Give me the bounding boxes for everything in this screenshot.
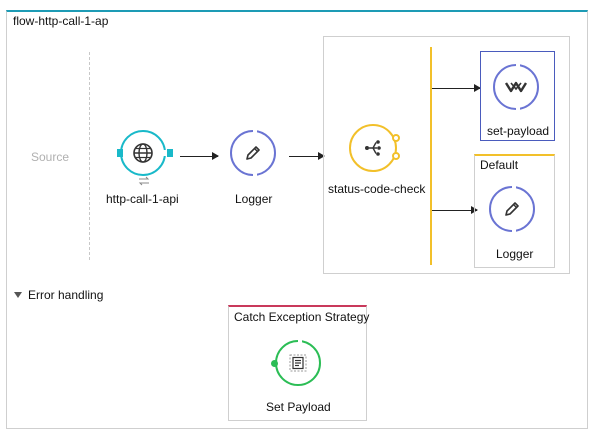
error-handling-toggle[interactable]: Error handling — [14, 288, 103, 302]
logger-node[interactable] — [230, 129, 276, 177]
set-payload-node-label[interactable]: set-payload — [487, 124, 550, 138]
set-payload-node[interactable] — [493, 63, 539, 111]
logger-node-circle[interactable] — [230, 129, 276, 177]
pencil-icon — [246, 146, 260, 160]
source-label[interactable]: Source — [31, 150, 70, 164]
http-node[interactable] — [117, 130, 169, 176]
http-node-circle[interactable] — [117, 130, 169, 176]
set-payload-icon — [504, 81, 528, 93]
default-logger-node-label[interactable]: Logger — [496, 247, 534, 261]
catch-set-payload-node[interactable] — [271, 339, 321, 386]
catch-exception-strategy-title: Catch Exception Strategy — [234, 310, 370, 324]
choice-route-line — [430, 47, 432, 265]
choice-node-circle[interactable] — [349, 124, 400, 172]
choice-router-box[interactable] — [323, 36, 570, 274]
flow-canvas — [6, 10, 588, 429]
choice-branch-icon — [365, 140, 381, 156]
flow-title[interactable]: flow-http-call-1-ap — [13, 14, 109, 28]
catch-set-payload-node-circle[interactable] — [271, 339, 321, 386]
collapse-triangle-icon[interactable] — [14, 292, 22, 298]
set-payload-node-circle[interactable] — [493, 63, 539, 111]
choice-node-label[interactable]: status-code-check — [328, 182, 426, 196]
catch-set-payload-node-label[interactable]: Set Payload — [266, 400, 331, 414]
choice-node[interactable] — [349, 124, 400, 172]
logger-node-label[interactable]: Logger — [235, 192, 273, 206]
arrow-logger-to-choice — [289, 152, 325, 160]
route-set-payload-box[interactable] — [480, 51, 555, 141]
default-route-label: Default — [480, 158, 519, 172]
http-node-label[interactable]: http-call-1-api — [106, 192, 179, 206]
arrow-to-set-payload — [432, 84, 481, 92]
catch-exception-strategy-box[interactable] — [228, 305, 367, 421]
exchange-icon — [138, 176, 150, 186]
error-handling-label: Error handling — [28, 288, 104, 302]
arrow-to-default-logger — [432, 206, 478, 214]
arrow-http-to-logger — [180, 152, 219, 160]
default-logger-node[interactable] — [489, 185, 535, 233]
pencil-icon — [505, 202, 519, 216]
globe-icon — [133, 143, 153, 163]
route-default-box[interactable] — [474, 154, 555, 268]
document-lines-icon — [289, 354, 307, 372]
source-divider — [89, 52, 90, 260]
default-logger-node-circle[interactable] — [489, 185, 535, 233]
